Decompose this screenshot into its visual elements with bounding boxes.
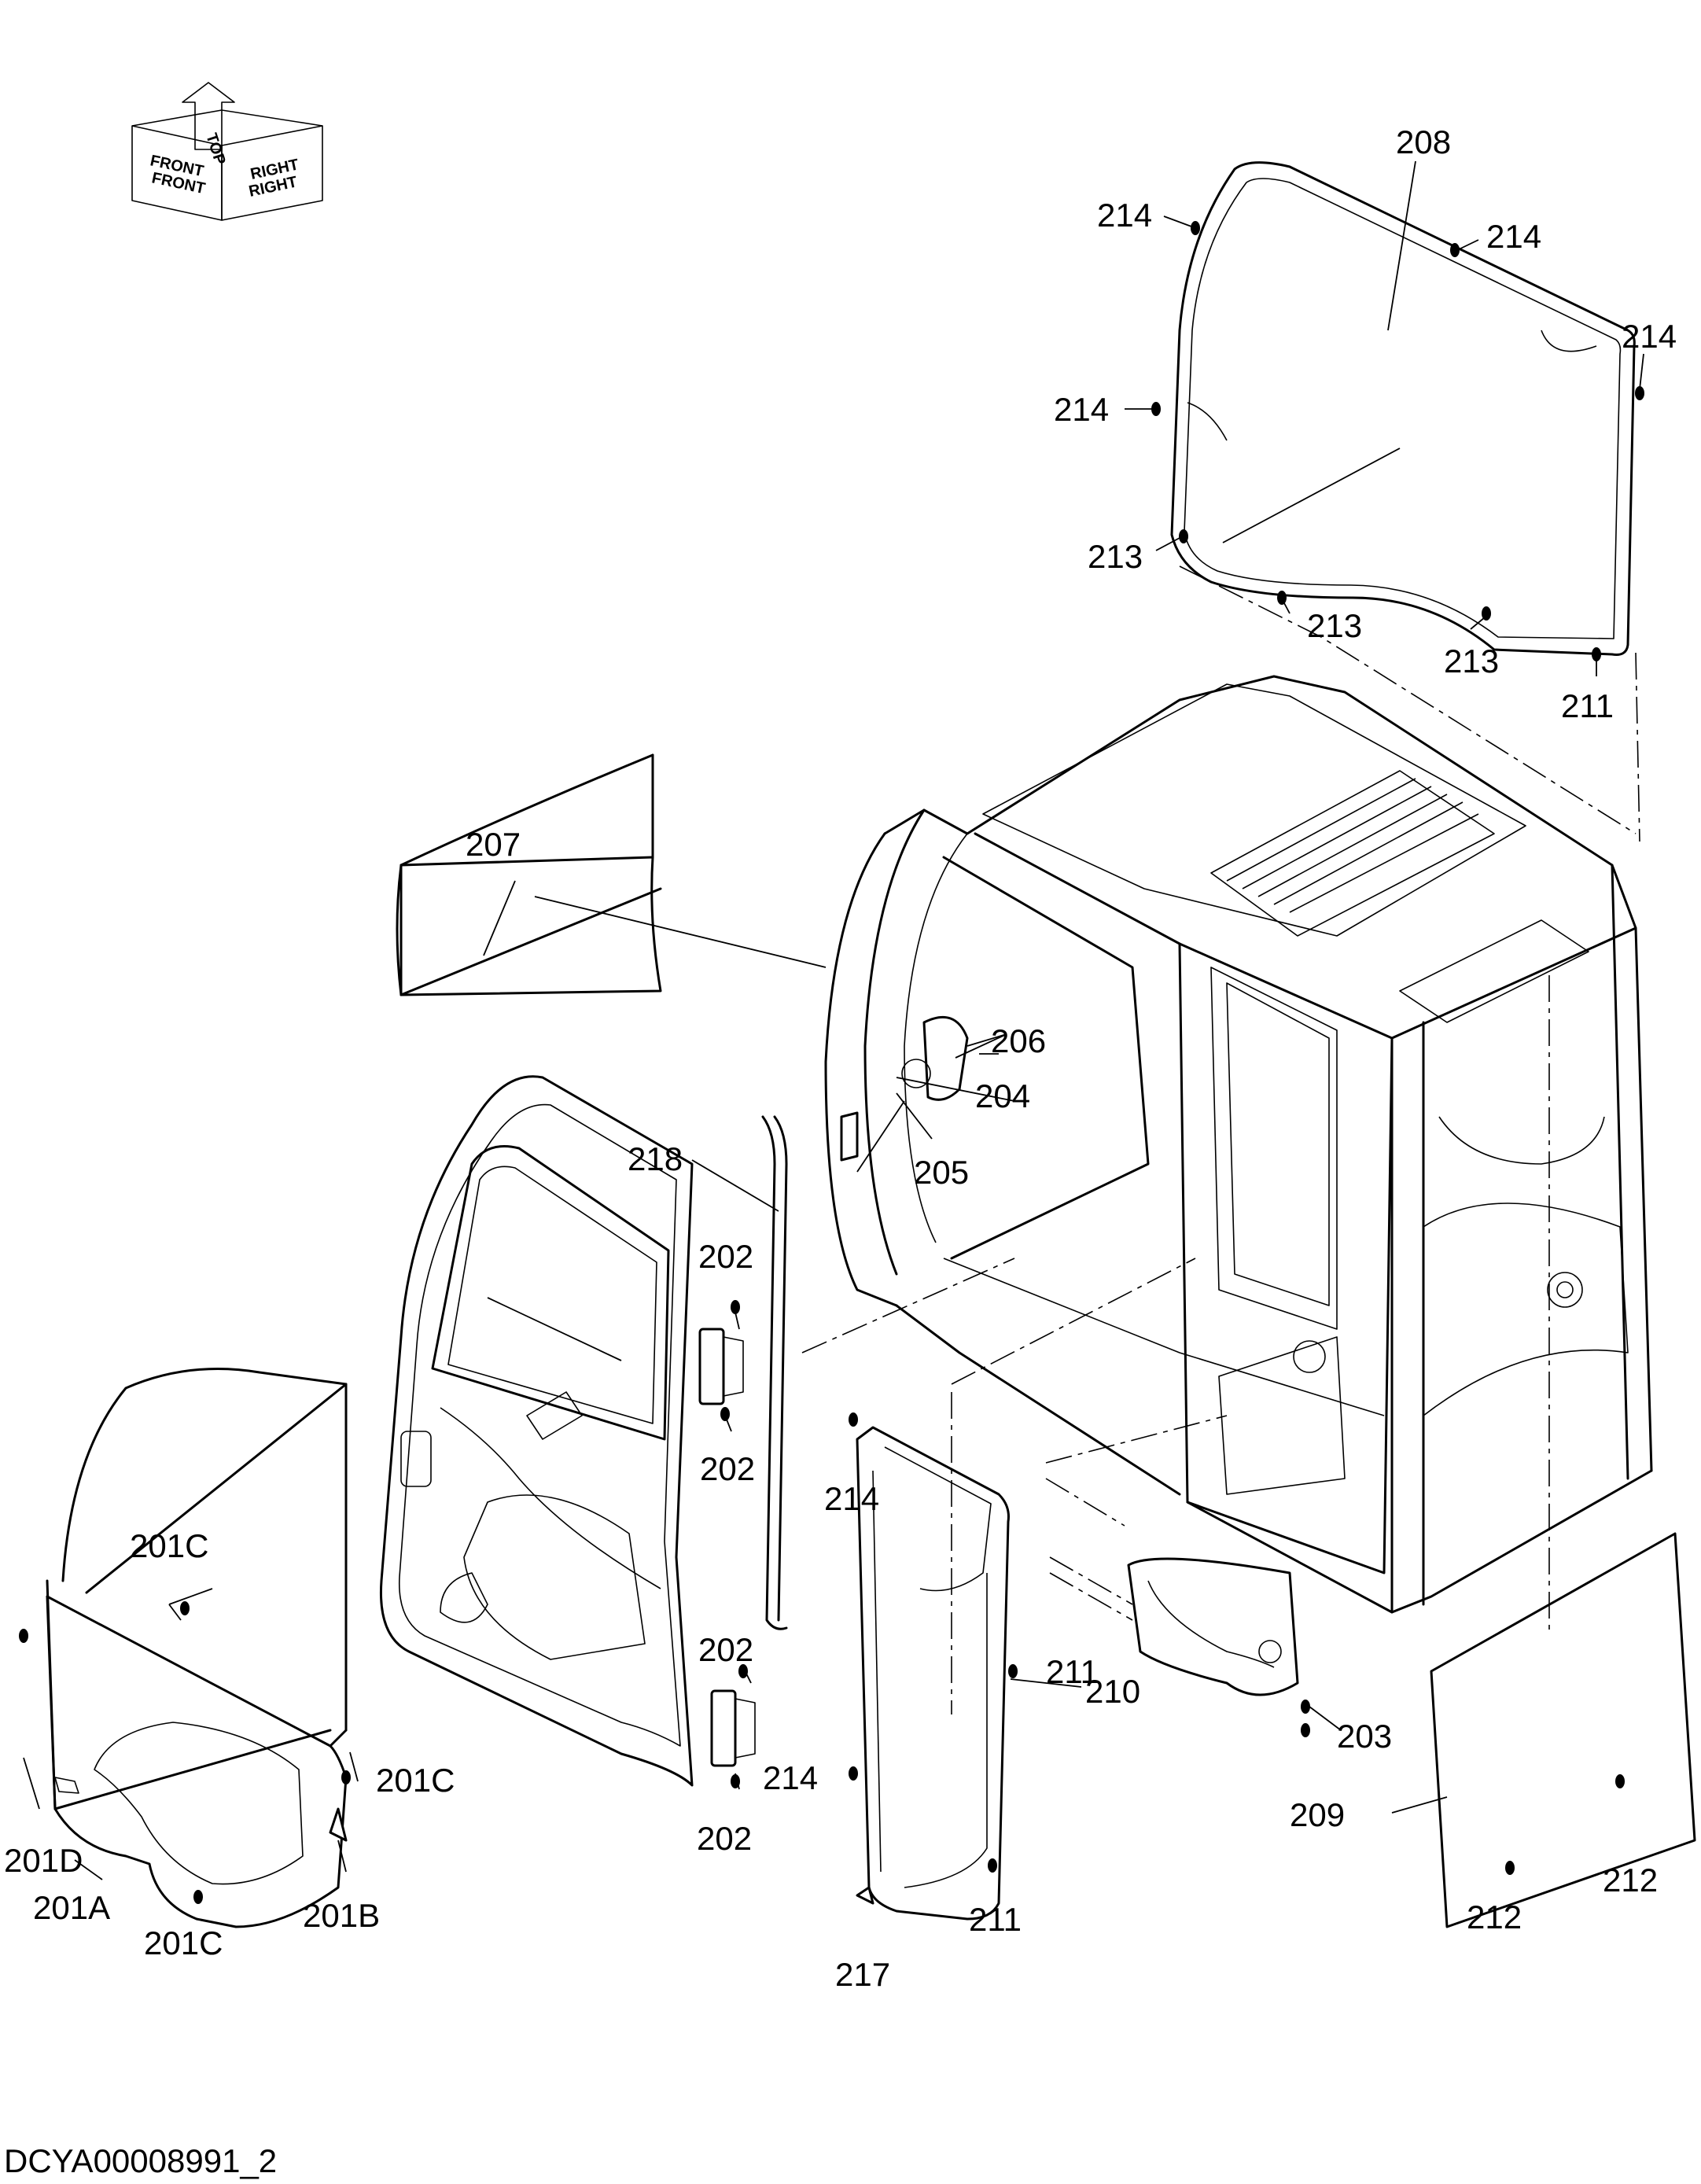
callout-211: 211 bbox=[969, 1901, 1022, 1938]
callout-212: 212 bbox=[1603, 1862, 1658, 1899]
door-assembly bbox=[379, 1075, 694, 1787]
callout-217: 217 bbox=[835, 1956, 890, 1993]
leader-lines bbox=[483, 160, 1644, 1173]
seal-strip-218 bbox=[691, 1115, 788, 1630]
callout-211: 211 bbox=[1561, 687, 1614, 724]
callout-201C: 201C bbox=[130, 1527, 208, 1564]
callout-214: 214 bbox=[1486, 218, 1541, 255]
glass-201A bbox=[23, 1368, 359, 1928]
callout-204: 204 bbox=[975, 1077, 1030, 1114]
callout-213: 213 bbox=[1307, 607, 1362, 644]
glass-208 bbox=[1170, 161, 1640, 842]
hinge-lower bbox=[710, 1667, 756, 1790]
glass-207 bbox=[396, 753, 827, 996]
callout-206: 206 bbox=[991, 1022, 1046, 1059]
callout-201C: 201C bbox=[376, 1762, 455, 1799]
callout-202: 202 bbox=[698, 1631, 753, 1668]
callout-214: 214 bbox=[1054, 391, 1109, 428]
hinge-upper bbox=[698, 1305, 744, 1432]
callout-201B: 201B bbox=[303, 1897, 380, 1934]
callout-214: 214 bbox=[1097, 197, 1152, 234]
callout-211: 211 bbox=[1046, 1653, 1099, 1690]
glass-209 bbox=[1391, 1532, 1696, 1928]
callout-201A: 201A bbox=[33, 1889, 110, 1926]
glass-210 bbox=[856, 1426, 1082, 1921]
callout-214: 214 bbox=[1622, 318, 1677, 355]
callout-214: 214 bbox=[763, 1759, 818, 1796]
callout-202: 202 bbox=[698, 1238, 753, 1275]
callout-218: 218 bbox=[628, 1140, 683, 1177]
orientation-symbol: FRONT TOP RIGHT FRONT RIGHT bbox=[131, 82, 323, 221]
callout-207: 207 bbox=[466, 826, 521, 863]
callout-210: 210 bbox=[1085, 1673, 1140, 1710]
callout-202: 202 bbox=[700, 1450, 755, 1487]
callout-202: 202 bbox=[697, 1820, 752, 1857]
callout-213: 213 bbox=[1088, 538, 1143, 575]
callout-209: 209 bbox=[1290, 1796, 1345, 1833]
callout-213: 213 bbox=[1444, 643, 1499, 680]
callout-212: 212 bbox=[1467, 1899, 1522, 1935]
fasteners bbox=[19, 221, 1644, 1904]
panel-203 bbox=[1049, 1556, 1342, 1731]
callout-203: 203 bbox=[1337, 1718, 1392, 1755]
drawing-code: DCYA00008991_2 bbox=[4, 2142, 277, 2179]
callout-labels: 208 214 214 214 214 213 213 213 211 207 … bbox=[4, 123, 1677, 1993]
callout-205: 205 bbox=[914, 1154, 969, 1191]
callout-208: 208 bbox=[1396, 123, 1451, 160]
cab-frame bbox=[801, 675, 1653, 1714]
callout-201D: 201D bbox=[4, 1842, 83, 1879]
mirror-bracket-204 bbox=[840, 1015, 1015, 1162]
callout-201C: 201C bbox=[144, 1924, 223, 1961]
callout-214: 214 bbox=[824, 1480, 879, 1517]
